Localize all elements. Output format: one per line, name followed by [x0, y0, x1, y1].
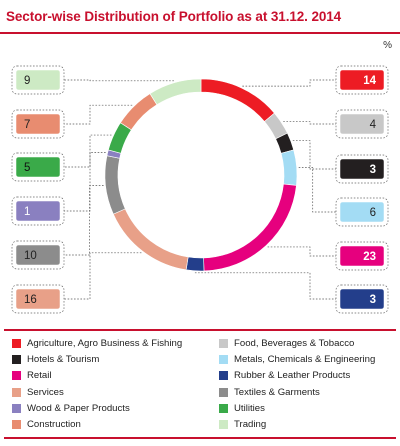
value-box-frame: [335, 241, 389, 271]
leader-line: [64, 185, 104, 256]
legend-swatch: [12, 355, 21, 365]
value-label: 23: [363, 251, 376, 263]
leader-line: [267, 246, 336, 257]
legend-swatch: [12, 371, 21, 381]
value-label: 14: [363, 75, 376, 87]
value-box-frame: [335, 197, 389, 227]
unit-label: %: [383, 40, 392, 51]
value-box-frame: [335, 109, 389, 139]
donut-chart: 14 4 3 6 23 3 16 10 1 5 7 9: [11, 65, 389, 314]
legend-swatch: [219, 339, 228, 348]
legend-swatch: [12, 420, 21, 429]
legend-item-textiles-and-garments: Textiles & Garments: [219, 387, 320, 398]
value-box-utilities: [15, 156, 61, 178]
value-box-metals-chemicals-and-engineering: [339, 201, 385, 223]
leader-line: [242, 79, 336, 87]
leader-line: [64, 151, 106, 212]
legend-item-food-beverages-and-tobacco: Food, Beverages & Tobacco: [219, 338, 354, 349]
legend-swatch: [12, 339, 21, 348]
legend-label: Services: [27, 386, 64, 398]
value-box-rubber-and-leather-products: [339, 288, 385, 310]
legend-item-wood-and-paper-products: Wood & Paper Products: [12, 403, 130, 414]
legend-swatch: [219, 387, 228, 397]
value-box-frame: [335, 284, 389, 314]
legend-label: Agriculture, Agro Business & Fishing: [27, 338, 183, 349]
legend-label: Textiles & Garments: [234, 386, 320, 398]
legend-item-services: Services: [12, 387, 64, 398]
value-box-trading: [15, 69, 61, 91]
value-label: 10: [24, 250, 37, 262]
value-box-food-beverages-and-tobacco: [339, 113, 385, 135]
legend-label: Food, Beverages & Tobacco: [234, 338, 355, 349]
legend-item-rubber-and-leather-products: Rubber & Leather Products: [219, 370, 350, 381]
legend-label: Retail: [27, 370, 52, 382]
value-box-frame: [11, 109, 65, 139]
chart-title: Sector-wise Distribution of Portfolio as…: [6, 9, 342, 24]
value-box-frame: [335, 154, 389, 184]
legend-label: Hotels & Tourism: [27, 354, 100, 366]
legend-item-retail: Retail: [12, 370, 52, 381]
value-label: 4: [370, 119, 377, 131]
value-box-frame: [335, 65, 389, 95]
legend-item-agriculture-agro-business-and-fishing: Agriculture, Agro Business & Fishing: [12, 338, 182, 349]
value-box-frame: [11, 196, 65, 226]
value-label: 1: [24, 206, 30, 218]
value-label: 3: [370, 294, 376, 306]
value-label: 7: [24, 119, 30, 131]
legend-swatch: [12, 403, 21, 413]
slice-services: [112, 208, 189, 271]
legend-item-trading: Trading: [219, 419, 266, 430]
slice-metals-chemicals-and-engineering: [280, 149, 298, 186]
legend-swatch: [219, 371, 228, 381]
legend-label: Wood & Paper Products: [27, 402, 130, 414]
leader-line: [292, 140, 336, 170]
value-box-hotels-and-tourism: [339, 158, 385, 180]
legend-item-utilities: Utilities: [219, 403, 265, 414]
value-box-frame: [11, 240, 65, 270]
leader-line: [283, 121, 336, 125]
slice-rubber-and-leather-products: [185, 256, 205, 272]
legend-swatch: [12, 387, 21, 397]
leader-line: [194, 272, 336, 300]
value-box-construction: [15, 113, 61, 135]
value-label: 5: [24, 162, 30, 174]
value-label: 6: [370, 207, 376, 219]
legend-swatch: [219, 403, 228, 413]
legend-label: Construction: [27, 419, 81, 430]
title-divider: [0, 32, 400, 34]
slice-retail: [203, 183, 297, 272]
value-box-frame: [11, 284, 65, 314]
value-box-frame: [11, 65, 65, 95]
legend-swatch: [219, 420, 228, 429]
slice-construction: [120, 93, 158, 131]
leader-line: [64, 79, 174, 82]
value-box-textiles-and-garments: [15, 244, 61, 266]
slice-textiles-and-garments: [104, 155, 126, 215]
value-box-agriculture-agro-business-and-fishing: [339, 69, 385, 91]
legend-label: Utilities: [234, 402, 265, 414]
value-box-services: [15, 288, 61, 310]
leader-line: [64, 104, 133, 125]
legend-label: Rubber & Leather Products: [234, 370, 351, 382]
leader-line: [298, 167, 336, 213]
legend-item-construction: Construction: [12, 419, 81, 430]
value-box-wood-and-paper-products: [15, 200, 61, 222]
value-box-frame: [11, 152, 65, 182]
slice-trading: [149, 78, 202, 106]
legend-label: Trading: [234, 419, 267, 430]
value-label: 16: [24, 294, 37, 306]
slice-agriculture-agro-business-and-fishing: [200, 78, 275, 122]
value-box-retail: [339, 245, 385, 267]
legend-swatch: [219, 355, 228, 365]
legend-label: Metals, Chemicals & Engineering: [234, 354, 376, 366]
value-label: 3: [370, 164, 376, 176]
legend-item-metals-chemicals-and-engineering: Metals, Chemicals & Engineering: [219, 354, 375, 365]
leader-line: [64, 134, 112, 168]
value-label: 9: [24, 75, 30, 87]
leader-line: [64, 252, 142, 300]
legend-item-hotels-and-tourism: Hotels & Tourism: [12, 354, 99, 365]
